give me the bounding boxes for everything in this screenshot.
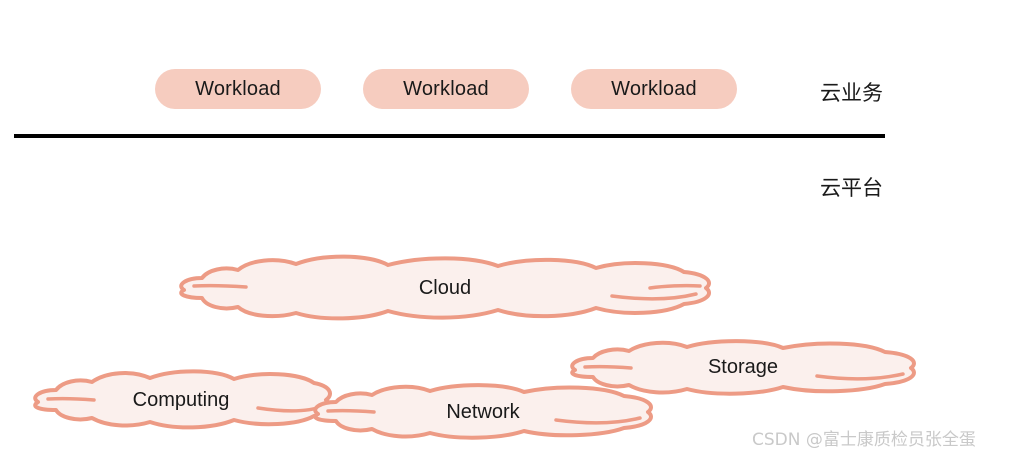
workload-pill-label: Workload [611, 77, 697, 100]
workload-pill: Workload [363, 69, 529, 109]
workload-pill-label: Workload [403, 77, 489, 100]
workload-pill: Workload [571, 69, 737, 109]
tier-divider [14, 134, 885, 138]
tier-label-cloud-platform: 云平台 [820, 176, 883, 200]
cloud-icon [33, 369, 332, 430]
cloud-shape-computing: Computing [28, 369, 334, 432]
cloud-icon [570, 339, 916, 396]
tier-label-cloud-business: 云业务 [820, 81, 883, 105]
workload-pill: Workload [155, 69, 321, 109]
cloud-icon [313, 383, 653, 440]
cloud-icon [179, 254, 711, 321]
cloud-shape-cloud: Cloud [172, 254, 718, 322]
watermark: CSDN @富士康质检员张全蛋 [752, 430, 976, 450]
cloud-shape-storage: Storage [565, 339, 921, 398]
workload-pill-label: Workload [195, 77, 281, 100]
